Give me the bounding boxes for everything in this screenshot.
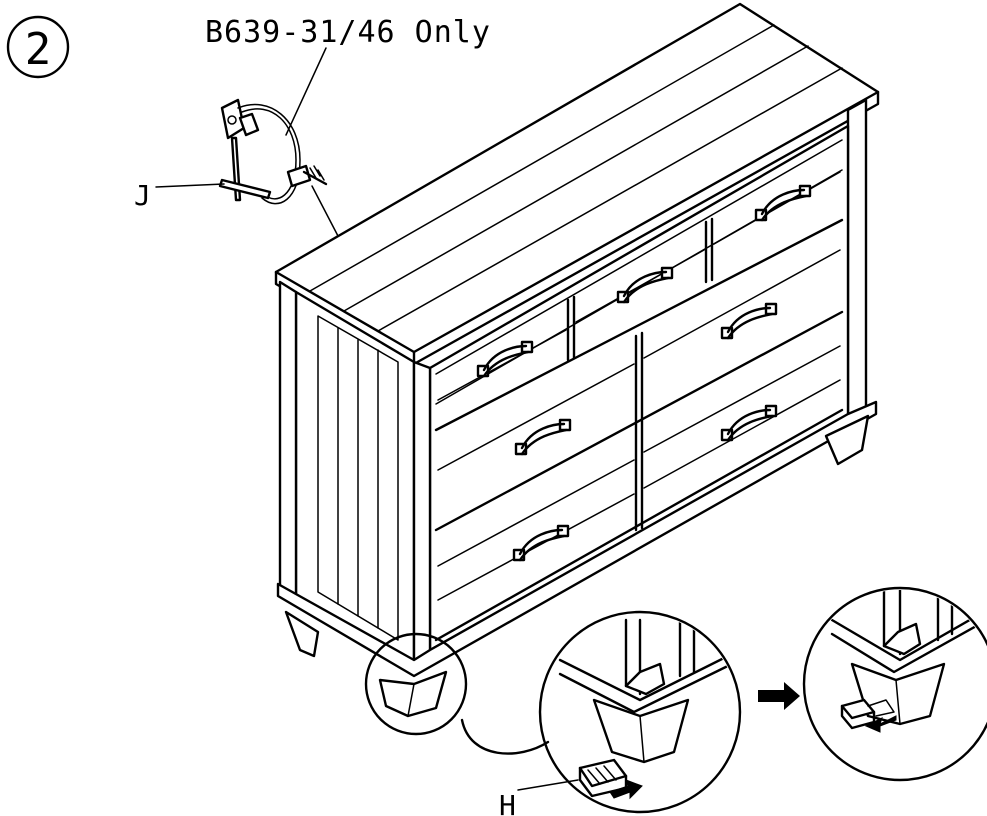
label-j-leader [155, 183, 225, 188]
step-number: 2 [25, 24, 52, 75]
detail-view-leveler-insert [538, 610, 742, 814]
dresser [274, 2, 880, 718]
label-j: J [134, 179, 151, 212]
drawer-handles [476, 184, 812, 562]
foot-front-right [824, 414, 870, 466]
foot-back-left [284, 610, 320, 658]
detail-callout-connector [460, 718, 550, 755]
foot-front-left [378, 670, 448, 718]
detail-view-leveler-adjust [802, 586, 987, 782]
label-h-leader [517, 779, 579, 791]
step-circle [6, 15, 70, 79]
detail-callout-circle [364, 632, 468, 736]
model-note: B639-31/46 Only [205, 15, 491, 50]
next-step-arrow-icon [758, 682, 800, 710]
dresser-plinth [276, 400, 878, 678]
model-note-leader [285, 47, 327, 136]
label-h: H [499, 789, 516, 816]
anti-tip-kit [218, 98, 339, 237]
